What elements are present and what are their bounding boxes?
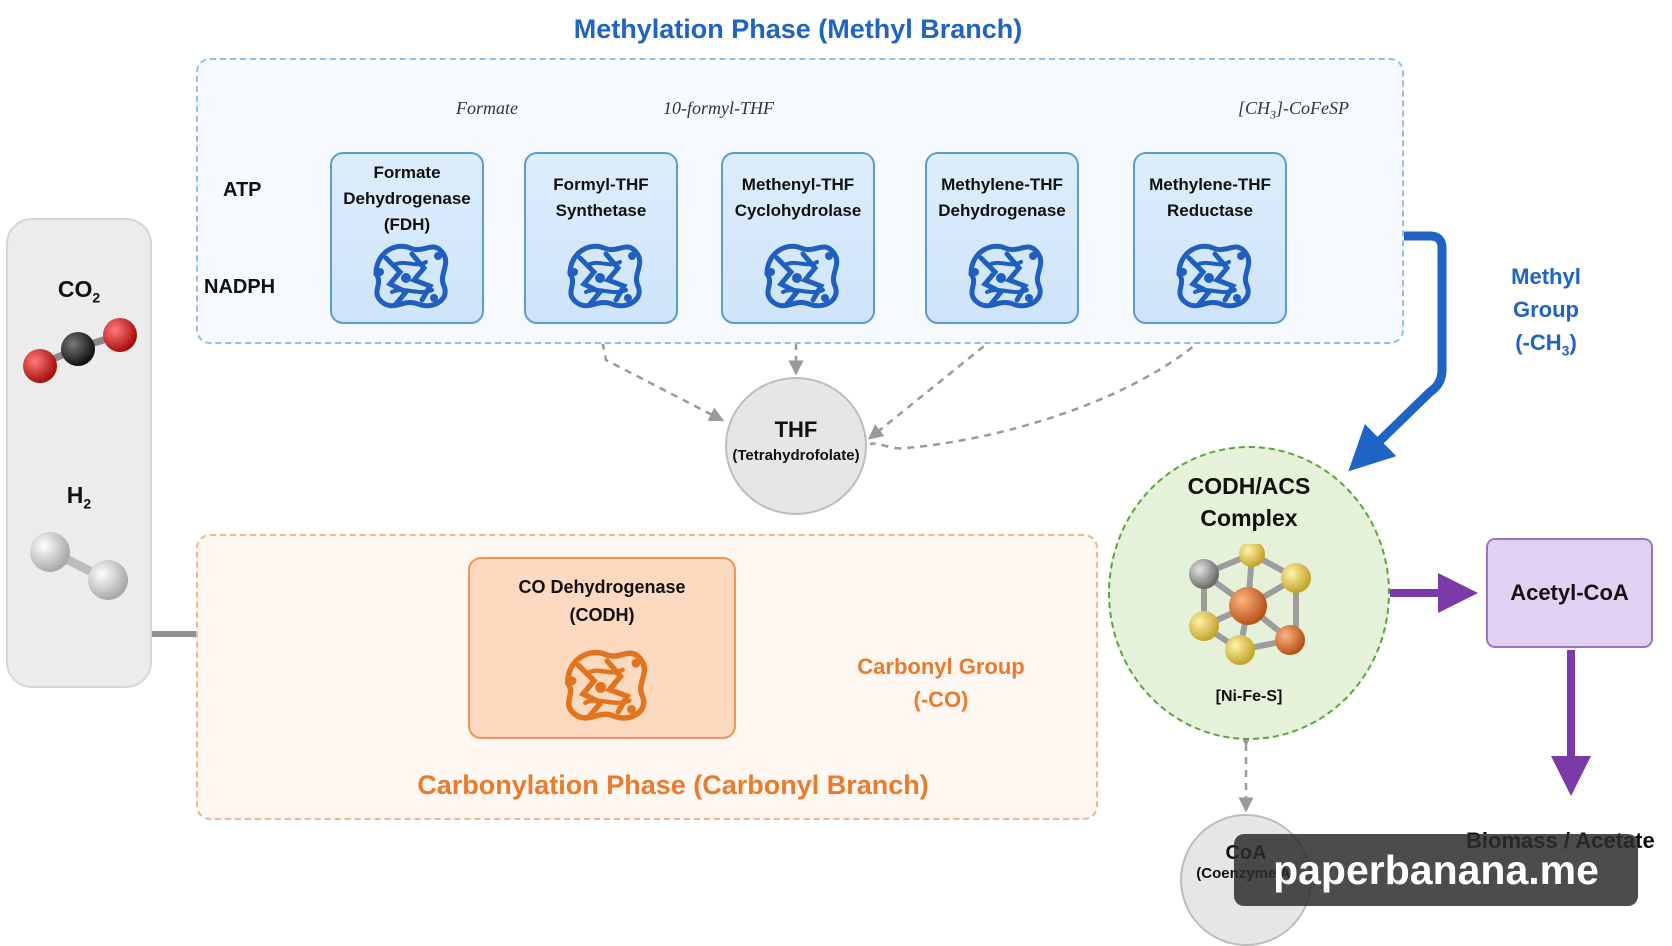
formyl-thf-note: 10-formyl-THF [663,98,774,118]
enzyme-formyl-thf-synthetase: Formyl-THF Synthetase [524,152,678,324]
cluster-label: [Ni-Fe-S] [1215,688,1283,705]
formate-note: Formate [456,98,518,118]
thf-link-mtd [868,316,1019,440]
thf-name: THF [774,417,818,442]
h2-label: H2 [66,482,92,512]
enzyme-methylene-thf-reductase: Methylene-THF Reductase [1133,152,1287,324]
h2-molecule-icon [30,532,128,600]
watermark: paperbanana.me [1234,834,1638,906]
reactant-panel: CO2 H2 [6,218,152,688]
methyl-group-flow [1297,231,1447,472]
co-dehydrogenase-box: CO Dehydrogenase (CODH) [468,557,736,739]
co2-molecule-icon [23,318,137,383]
enzyme-methylene-thf-dehydrogenase: Methylene-THF Dehydrogenase [925,152,1079,324]
thf-full-name: (Tetrahydrofolate) [732,447,860,464]
methylation-phase-title: Methylation Phase (Methyl Branch) [573,14,1023,44]
carbonyl-group-label: Carbonyl Group (-CO) [857,654,1025,712]
co2-label: CO2 [57,276,101,306]
thf-link-fths [590,316,725,422]
nadph-label: NADPH [204,276,276,298]
protein-structure-icon [556,639,652,727]
enzyme-name: Methylene-THF Dehydrogenase [938,175,1066,220]
cofesp-note: [CH3]-CoFeSP [1238,98,1349,122]
thf-node: THF (Tetrahydrofolate) [725,377,867,515]
co-dehydrogenase-name: CO Dehydrogenase (CODH) [518,577,686,625]
protein-structure-icon [757,234,843,314]
atp-label: ATP [223,179,262,201]
protein-structure-icon [1169,234,1255,314]
thf-link-mtr [869,315,1227,450]
carbonylation-phase-title: Carbonylation Phase (Carbonyl Branch) [417,770,929,800]
protein-structure-icon [961,234,1047,314]
enzyme-name: Formyl-THF Synthetase [553,175,649,220]
enzyme-name: Formate Dehydrogenase (FDH) [343,163,471,234]
enzyme-methenyl-thf-cyclohydrolase: Methenyl-THF Cyclohydrolase [721,152,875,324]
methyl-group-label: Methyl Group (-CH3) [1511,264,1581,359]
codh-acs-complex-node: CODH/ACS Complex [Ni-Fe-S] [1108,446,1390,740]
ni-fe-s-cluster-icon [1189,544,1311,665]
acetyl-coa-box: Acetyl-CoA [1486,538,1653,648]
enzyme-name: Methenyl-THF Cyclohydrolase [734,175,862,220]
protein-structure-icon [366,234,452,314]
enzyme-name: Methylene-THF Reductase [1149,175,1271,220]
complex-title: CODH/ACS Complex [1187,473,1311,531]
enzyme-fdh: Formate Dehydrogenase (FDH) [330,152,484,324]
protein-structure-icon [560,234,646,314]
